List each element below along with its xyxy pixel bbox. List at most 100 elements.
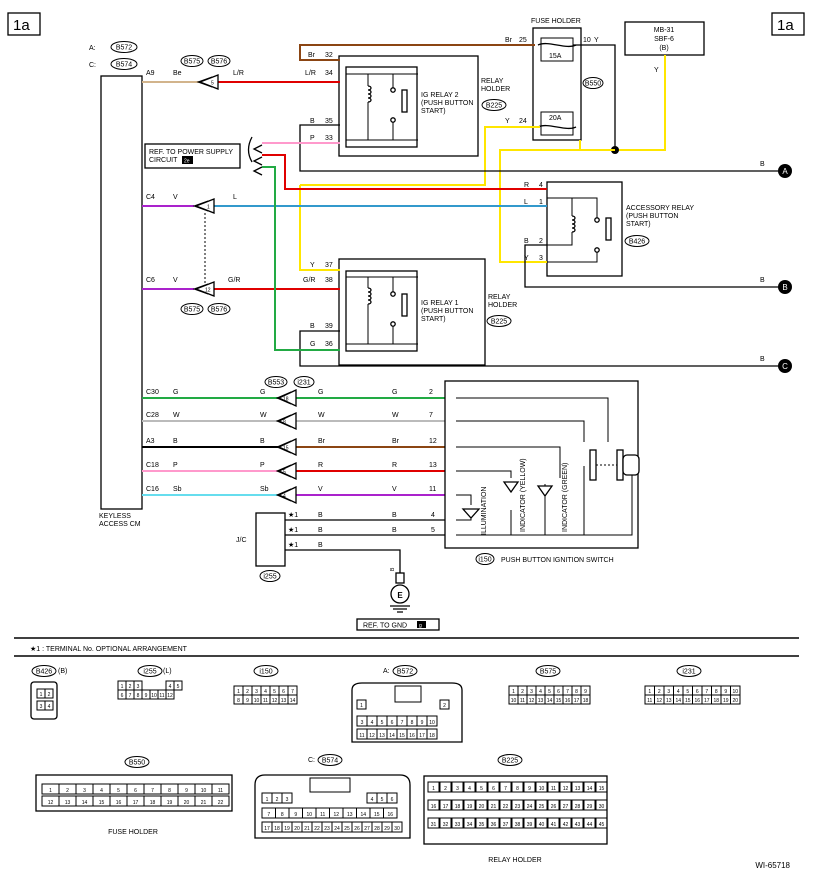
mb31-line1: MB-31	[654, 27, 675, 34]
i150-pin: 5	[273, 689, 276, 695]
lbl-fuse-y: Y	[594, 37, 599, 44]
i231-pin: 18	[713, 698, 719, 704]
lbl-br32-pin: 32	[325, 52, 333, 59]
switch-row-pin: A3	[146, 438, 155, 445]
b550-pin: 9	[185, 788, 188, 794]
switch-row-cpin: 4	[283, 494, 286, 500]
b225-pin: 12	[563, 786, 569, 792]
gnd-earth-lines	[390, 605, 410, 613]
jc-id: i255	[263, 574, 276, 581]
switch-row-cpin: 5	[283, 470, 286, 476]
b225-pin-box	[439, 799, 452, 811]
jc-id-oval	[259, 570, 281, 582]
indicator-green-led	[536, 485, 554, 498]
switch-row-cpin: 15	[283, 446, 289, 452]
switch-row-connector-inner	[275, 464, 292, 478]
inline-connector-c6-pin: 12	[205, 288, 211, 294]
b225-pin: 45	[599, 822, 605, 828]
b572-conn-id: B572	[397, 669, 413, 676]
switch-row-connector	[277, 461, 297, 481]
b225-pin: 23	[515, 804, 521, 810]
wire-r4	[262, 154, 547, 190]
bus-c-label: C	[782, 362, 788, 371]
b574-pin: 10	[306, 812, 312, 818]
b225-pin-box	[571, 799, 584, 811]
lbl-b35-col: B	[310, 118, 315, 125]
b225-pin-box	[535, 799, 548, 811]
switch-row-connector	[277, 485, 297, 505]
gnd-row-col1: B	[318, 512, 323, 519]
switch-row-connector-inner	[275, 440, 292, 454]
switch-row-pin: C18	[146, 462, 159, 469]
switch-row-col2: Sb	[260, 486, 269, 493]
switch-row-connector-inner	[275, 391, 292, 405]
switch-row-col4: Br	[392, 438, 400, 445]
switch-row-spin: 2	[429, 389, 433, 396]
switch-row-spin: 13	[429, 462, 437, 469]
i231-pin: 14	[675, 698, 681, 704]
b550-pin-box	[211, 795, 230, 807]
switch-row-spin: 7	[429, 412, 433, 419]
b550-housing	[35, 774, 233, 812]
conn-pair2-a-oval	[180, 303, 204, 315]
b225-pin: 26	[551, 804, 557, 810]
page-tag-left: 1a	[13, 17, 30, 34]
cm-conn-a-oval	[110, 41, 138, 53]
i255-pin: 1	[121, 684, 124, 690]
lbl-y3-col: Y	[524, 255, 529, 262]
indicator-yellow-led	[502, 481, 520, 494]
cm-conn-c-oval	[110, 58, 138, 70]
b575-pin: 10	[511, 698, 517, 704]
lbl-y37-pin: 37	[325, 262, 333, 269]
b572-pin: 3	[361, 720, 364, 726]
lbl-g36-pin: 36	[325, 341, 333, 348]
indicator-green-label: INDICATOR (GREEN)	[562, 463, 569, 532]
b225-pin-box	[571, 781, 584, 793]
b225-pin: 44	[587, 822, 593, 828]
b225-pin: 2	[444, 786, 447, 792]
i150-pin-box	[287, 694, 298, 705]
b572-pin: 2	[443, 703, 446, 709]
switch-row-cpin: 8	[283, 420, 286, 426]
fuse-15a-element	[537, 42, 577, 48]
gnd-wire	[285, 549, 401, 573]
i255-conn-id-oval	[137, 665, 163, 677]
gnd-ref-text: REF. TO GND	[363, 623, 407, 630]
b225-pin-box	[547, 817, 560, 829]
b225-pin: 37	[503, 822, 509, 828]
b225-pin: 16	[431, 804, 437, 810]
i150-pin: 8	[237, 698, 240, 704]
b550-pin: 7	[151, 788, 154, 794]
b575-pin: 14	[547, 698, 553, 704]
lbl-c4-col: V	[173, 194, 178, 201]
b574-pin: 30	[394, 826, 400, 832]
b225-pin: 6	[492, 786, 495, 792]
b572-pin: 4	[371, 720, 374, 726]
b225-pin-box	[499, 799, 512, 811]
b225-pin-box	[451, 799, 464, 811]
i231-pin: 9	[724, 689, 727, 695]
b574-pin: 25	[344, 826, 350, 832]
b225-pin: 1	[432, 786, 435, 792]
b574-pin-box	[281, 792, 293, 804]
wire-labels: A9 Be L/R L/R 34 Br 32 Br 25 10 Y Y B 35…	[146, 37, 765, 363]
b572-pin: 16	[409, 733, 415, 739]
inline-connector-a9: 5	[196, 74, 219, 90]
i150-pin: 13	[281, 698, 287, 704]
i255-pin: 2	[129, 684, 132, 690]
b572-latch	[394, 685, 422, 703]
b575-pin: 7	[566, 689, 569, 695]
b225-pin: 19	[467, 804, 473, 810]
b575-pin: 8	[575, 689, 578, 695]
b574-pin: 1	[266, 797, 269, 803]
b550-pin: 21	[201, 800, 207, 806]
b574-pin: 18	[274, 826, 280, 832]
b575-pin: 1	[512, 689, 515, 695]
b574-pin: 2	[276, 797, 279, 803]
b572-pin: 15	[399, 733, 405, 739]
b550-pin: 5	[117, 788, 120, 794]
b426-pin: 2	[48, 692, 51, 698]
gnd-ref-box	[356, 618, 440, 631]
